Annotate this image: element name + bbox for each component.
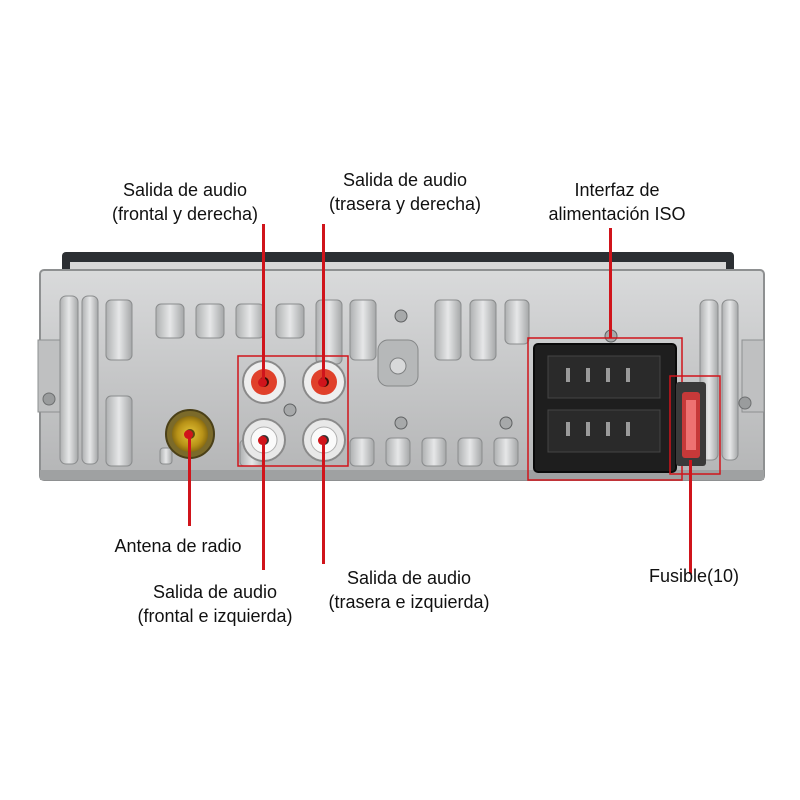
screws xyxy=(283,309,618,430)
leader-front-right xyxy=(262,224,265,384)
iso-power-connector xyxy=(533,343,677,473)
leader-dot-front-left xyxy=(258,436,267,445)
label-antenna: Antena de radio xyxy=(90,534,266,558)
label-iso-power: Interfaz de alimentación ISO xyxy=(522,178,712,226)
label-rear-left-line1: Salida de audio xyxy=(346,568,472,588)
label-front-right-line2: (frontal y derecha) xyxy=(111,204,259,224)
leader-iso xyxy=(609,228,612,338)
fuse-highlight-box xyxy=(669,375,721,475)
leader-dot-front-right xyxy=(258,378,267,387)
label-fuse: Fusible(10) xyxy=(632,564,756,588)
label-antenna-text: Antena de radio xyxy=(114,536,242,556)
label-front-left-line2: (frontal e izquierda) xyxy=(137,606,293,626)
rca-highlight-box xyxy=(237,355,349,467)
label-rear-left: Salida de audio (trasera e izquierda) xyxy=(304,566,514,614)
leader-fuse xyxy=(689,460,692,574)
label-front-right: Salida de audio (frontal y derecha) xyxy=(80,178,290,226)
label-iso-power-line1: Interfaz de xyxy=(574,180,660,200)
label-front-left-line1: Salida de audio xyxy=(152,582,278,602)
leader-dot-antenna xyxy=(184,430,193,439)
leader-antenna xyxy=(188,434,191,526)
label-rear-right: Salida de audio (trasera y derecha) xyxy=(300,168,510,216)
leader-dot-rear-right xyxy=(318,378,327,387)
label-front-left: Salida de audio (frontal e izquierda) xyxy=(110,580,320,628)
label-fuse-text: Fusible(10) xyxy=(648,566,740,586)
leader-rear-left xyxy=(322,440,325,564)
right-flange xyxy=(741,339,765,413)
label-front-right-line1: Salida de audio xyxy=(122,180,248,200)
leader-front-left xyxy=(262,440,265,570)
label-rear-right-line1: Salida de audio xyxy=(342,170,468,190)
leader-dot-rear-left xyxy=(318,436,327,445)
label-rear-left-line2: (trasera e izquierda) xyxy=(328,592,490,612)
label-rear-right-line2: (trasera y derecha) xyxy=(328,194,482,214)
leader-rear-right xyxy=(322,224,325,384)
label-iso-power-line2: alimentación ISO xyxy=(548,204,686,224)
fuse xyxy=(676,382,706,466)
